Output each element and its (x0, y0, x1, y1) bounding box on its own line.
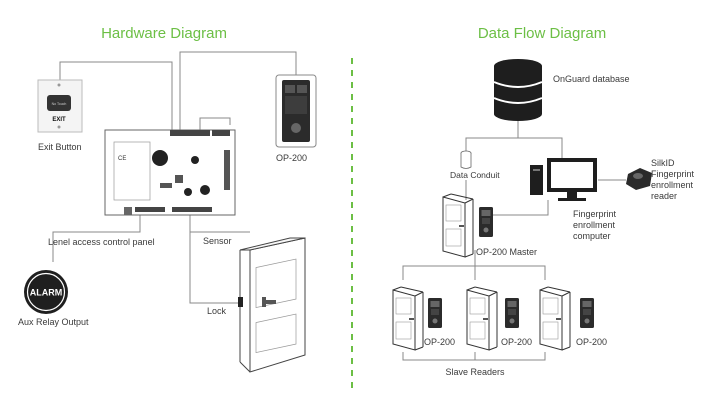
computer-icon (530, 158, 597, 201)
scanner-label-line1: SilkID (651, 158, 675, 168)
fingerprint-scanner-icon (626, 168, 652, 190)
scanner-label-line4: reader (651, 191, 677, 201)
svg-text:CE: CE (118, 156, 126, 162)
dataflow-title: Data Flow Diagram (478, 25, 606, 42)
exit-button-label: Exit Button (38, 142, 82, 152)
dataflow-connectors (402, 120, 626, 361)
slave-reader-2-icon (505, 298, 519, 328)
slave-reader-1-icon (428, 298, 442, 328)
exit-button-device: No Touch EXIT (37, 79, 83, 133)
hardware-wiring (52, 51, 297, 304)
slave-label-3: OP-200 (576, 337, 607, 347)
data-conduit-icon (460, 150, 472, 169)
control-panel-board: CE (104, 129, 236, 216)
sensor-label: Sensor (203, 236, 232, 246)
master-reader-icon (479, 207, 493, 237)
slave-door-1-icon (392, 286, 424, 351)
slave-group-label: Slave Readers (445, 367, 505, 377)
computer-label-line3: computer (573, 231, 611, 241)
master-label: OP-200 Master (476, 247, 537, 257)
exit-button-exit-text: EXIT (52, 117, 66, 123)
conduit-label: Data Conduit (450, 170, 500, 180)
slave-door-3-icon (539, 286, 571, 351)
alarm-label: Aux Relay Output (18, 317, 89, 327)
slave-reader-3-icon (580, 298, 594, 328)
hardware-title: Hardware Diagram (101, 25, 227, 42)
computer-label-line1: Fingerprint (573, 209, 617, 219)
slave-label-2: OP-200 (501, 337, 532, 347)
alarm-text: ALARM (30, 288, 63, 298)
op200-hardware-label: OP-200 (276, 153, 307, 163)
computer-label-line2: enrollment (573, 220, 616, 230)
database-icon (493, 59, 543, 121)
scanner-label-line2: Fingerprint (651, 169, 695, 179)
alarm-device: ALARM (24, 270, 68, 314)
lock-label: Lock (207, 306, 227, 316)
door-hardware (238, 237, 306, 373)
database-label: OnGuard database (553, 74, 630, 84)
scanner-label-line3: enrollment (651, 180, 694, 190)
slave-label-1: OP-200 (424, 337, 455, 347)
master-door-icon (442, 193, 474, 258)
slave-door-2-icon (466, 286, 498, 351)
exit-button-face-text: No Touch (52, 102, 67, 106)
panel-label: Lenel access control panel (48, 237, 155, 247)
op200-reader-hardware (275, 74, 317, 148)
